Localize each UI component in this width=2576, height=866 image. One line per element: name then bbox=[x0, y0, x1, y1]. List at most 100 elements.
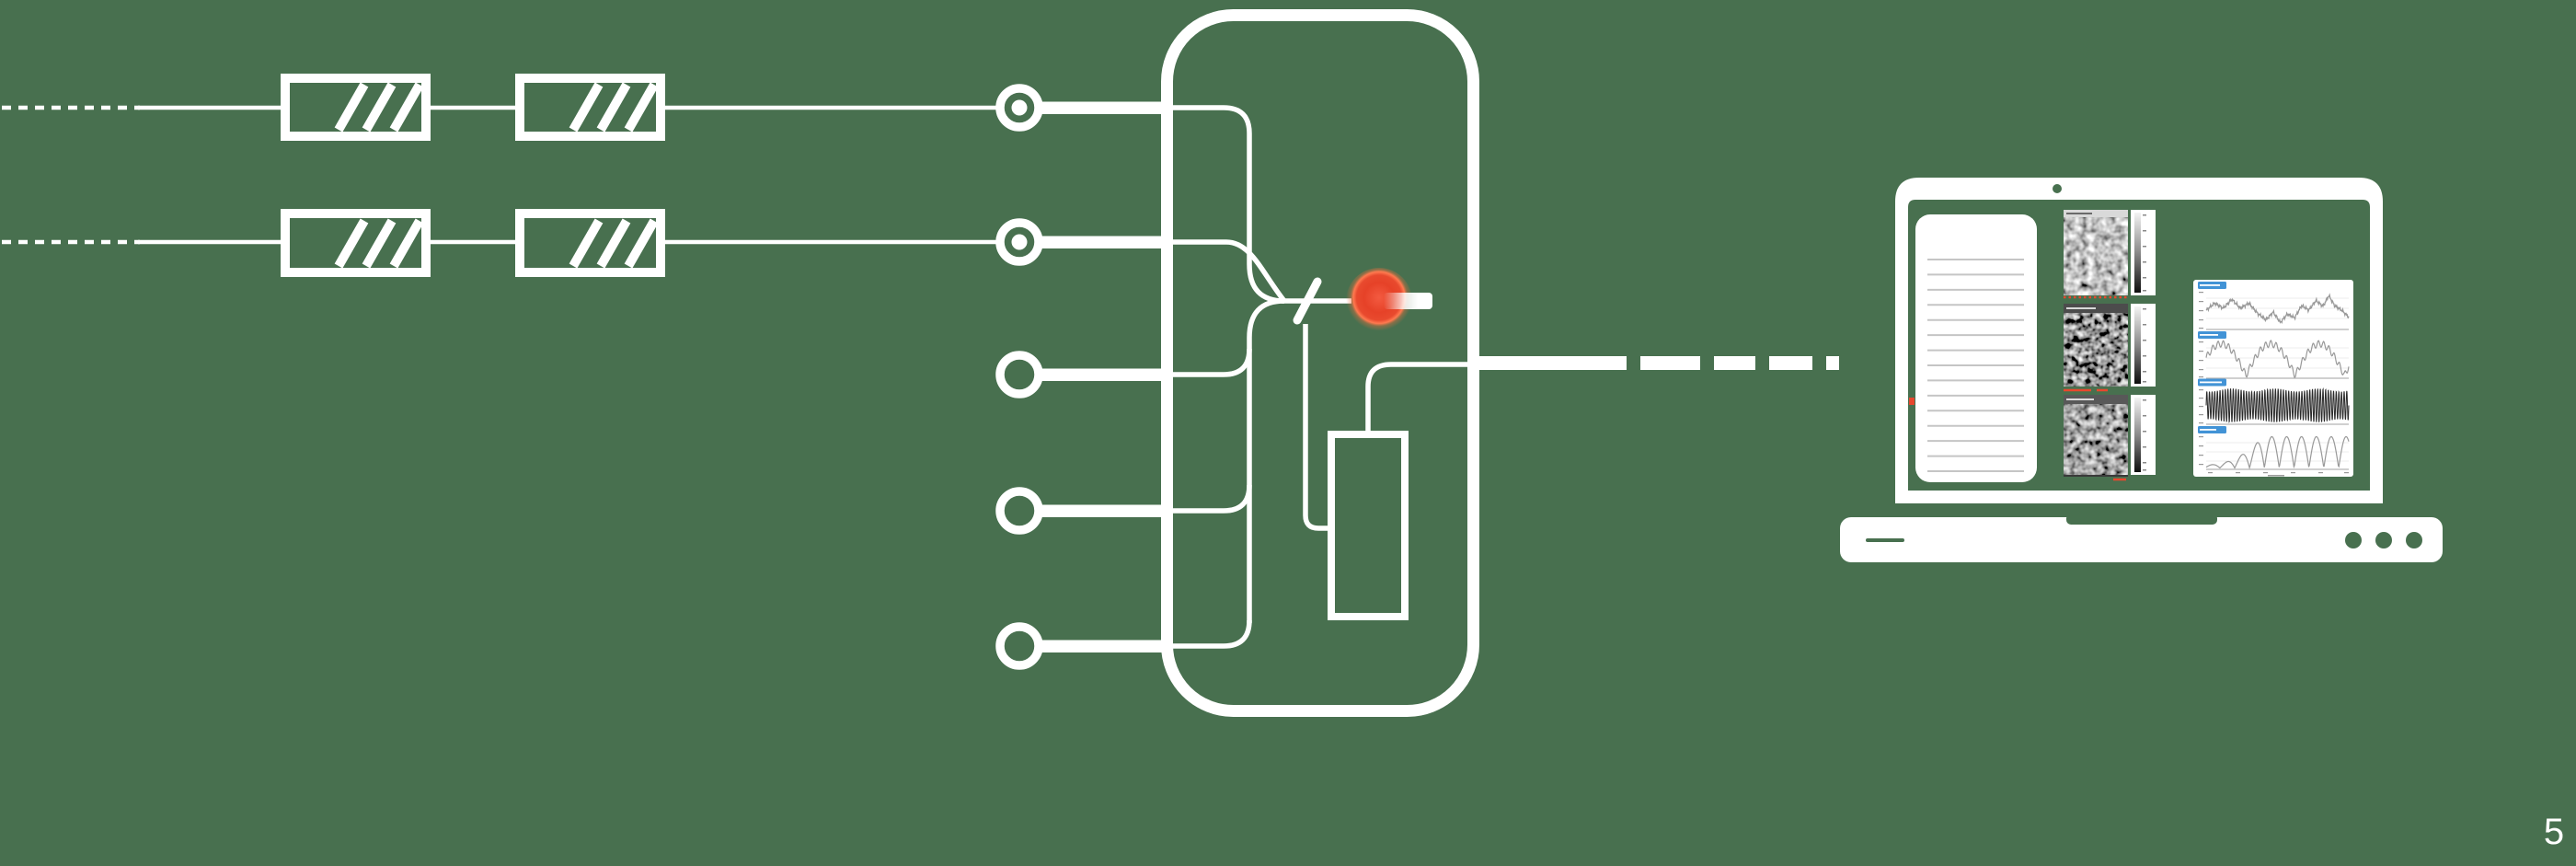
port-stub bbox=[1036, 368, 1170, 381]
dash bbox=[1714, 356, 1755, 370]
colorbar-ticks bbox=[2143, 308, 2146, 383]
chart-4 bbox=[2198, 426, 2350, 477]
chart-1 bbox=[2198, 282, 2350, 330]
y-axis-microticks bbox=[2199, 389, 2203, 424]
attenuator-2b bbox=[515, 209, 665, 277]
chip-microtext bbox=[2200, 334, 2218, 336]
port-5 bbox=[995, 622, 1170, 670]
thumbnail-image bbox=[2064, 404, 2128, 475]
chart-3 bbox=[2198, 378, 2350, 425]
laptop bbox=[1840, 178, 2443, 562]
screen-thumbnails bbox=[2064, 210, 2156, 481]
output-internal-line bbox=[1365, 362, 1474, 434]
port-1 bbox=[995, 84, 1170, 132]
port-2 bbox=[995, 218, 1170, 266]
foot-dot bbox=[2406, 532, 2422, 548]
y-axis-microticks bbox=[2199, 292, 2203, 329]
chart-2 bbox=[2198, 331, 2350, 379]
port-stub bbox=[1036, 236, 1170, 248]
port-ring-icon bbox=[995, 84, 1043, 132]
port-ring-icon bbox=[995, 218, 1043, 266]
thumbnail-titlebar bbox=[2064, 395, 2128, 404]
log-panel-body bbox=[1915, 214, 2037, 482]
bus-branch-port2 bbox=[1170, 239, 1287, 303]
port-3 bbox=[995, 351, 1170, 398]
thumbnail-image bbox=[2064, 313, 2128, 387]
port-ring-icon bbox=[995, 351, 1043, 398]
colorbar-ticks bbox=[2143, 214, 2146, 292]
thumbnail-1 bbox=[2064, 210, 2156, 299]
chart-trace bbox=[2205, 340, 2350, 378]
x-axis-microticks bbox=[2208, 472, 2349, 477]
page-number: 5 bbox=[2544, 812, 2564, 852]
laptop-hinge-notch bbox=[2066, 514, 2217, 525]
thumbnail-2 bbox=[2064, 304, 2156, 392]
bus-lower bbox=[1247, 298, 1285, 623]
bus-branch-port1 bbox=[1170, 105, 1285, 304]
attenuator-hatch-icon bbox=[569, 218, 659, 269]
y-axis-microticks bbox=[2199, 436, 2203, 466]
foot-dot bbox=[2345, 532, 2362, 548]
output-solid-line bbox=[1476, 356, 1627, 370]
log-lines bbox=[1927, 259, 2024, 472]
bus-branch-port4 bbox=[1170, 484, 1252, 514]
output-dashes bbox=[1640, 356, 1839, 370]
dash bbox=[1826, 356, 1839, 370]
thumbnail-3 bbox=[2064, 395, 2156, 481]
chart-trace bbox=[2205, 435, 2350, 470]
port-core-dot bbox=[1011, 234, 1028, 250]
port-ring-icon bbox=[995, 487, 1043, 535]
screen-log-panel bbox=[1909, 214, 2037, 482]
laptop-base-body bbox=[1840, 517, 2443, 562]
laser-beam bbox=[1384, 293, 1432, 309]
colorbar-ticks bbox=[2143, 399, 2146, 471]
titlebar-microtext bbox=[2066, 398, 2094, 400]
attenuator-hatch-icon bbox=[334, 218, 424, 269]
attenuator-hatch-icon bbox=[569, 82, 659, 133]
titlebar-microtext bbox=[2066, 307, 2096, 309]
splitter-bus bbox=[1170, 105, 1351, 649]
x-axis-label-microtext bbox=[2268, 475, 2284, 477]
bus-branch-port3 bbox=[1170, 348, 1252, 377]
dash bbox=[1769, 356, 1812, 370]
splice-mark-icon bbox=[1293, 277, 1322, 325]
port-stub bbox=[1036, 504, 1170, 517]
laser-dot-icon bbox=[1346, 268, 1412, 334]
colorbar-gradient bbox=[2134, 398, 2141, 472]
log-red-marker bbox=[1909, 398, 1915, 405]
input-fiber-2 bbox=[2, 209, 999, 277]
port-core-dot bbox=[1011, 99, 1028, 116]
bus-branch-port5 bbox=[1170, 619, 1252, 649]
chart-trace bbox=[2205, 387, 2350, 423]
laptop-feet-dots bbox=[2345, 532, 2422, 548]
modulator-block bbox=[1328, 431, 1409, 620]
dash bbox=[1640, 356, 1700, 370]
laptop-base bbox=[1840, 514, 2443, 562]
colorbar-gradient bbox=[2134, 306, 2141, 384]
tap-line bbox=[1303, 324, 1331, 531]
laser-indicator bbox=[1346, 268, 1432, 334]
foot-dot bbox=[2375, 532, 2392, 548]
screen-charts-panel bbox=[2193, 280, 2353, 477]
attenuator-1a bbox=[281, 74, 431, 141]
interrogator-device bbox=[995, 9, 1479, 717]
attenuator-2a bbox=[281, 209, 431, 277]
titlebar-microtext bbox=[2066, 213, 2092, 214]
chip-microtext bbox=[2200, 429, 2216, 431]
thumbnail-image bbox=[2064, 217, 2128, 295]
port-4 bbox=[995, 487, 1170, 535]
port-stub bbox=[1036, 101, 1170, 114]
port-ring-icon bbox=[995, 622, 1043, 670]
thumbnail-titlebar bbox=[2064, 210, 2128, 217]
output-link bbox=[1476, 356, 1839, 370]
laptop-base-slot bbox=[1866, 538, 1904, 542]
attenuator-1b bbox=[515, 74, 665, 141]
y-axis-microticks bbox=[2199, 341, 2203, 378]
port-stub bbox=[1036, 640, 1170, 652]
chip-microtext bbox=[2200, 381, 2222, 384]
laptop-camera-dot bbox=[2053, 184, 2062, 193]
attenuator-hatch-icon bbox=[334, 82, 424, 133]
chart-trace bbox=[2205, 293, 2350, 324]
colorbar-gradient bbox=[2134, 213, 2141, 293]
